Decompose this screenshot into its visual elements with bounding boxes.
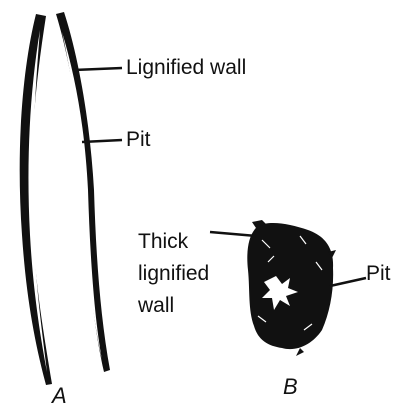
label-thick-wall-line2: lignified — [138, 262, 209, 286]
leader-line-thick-wall — [210, 232, 256, 236]
label-pit-b: Pit — [366, 262, 391, 286]
sclereid-cell — [247, 220, 336, 356]
panel-letter-a: A — [52, 384, 67, 408]
label-pit-a: Pit — [126, 128, 151, 152]
fibre-cell-right — [56, 12, 110, 372]
panel-letter-b: B — [283, 375, 298, 399]
sclereid-body — [247, 223, 333, 349]
label-thick-wall-line1: Thick — [138, 230, 188, 254]
fibre-cell-left — [20, 14, 52, 385]
leader-line-lignified-wall — [74, 68, 122, 70]
label-thick-wall-line3: wall — [138, 294, 174, 318]
label-lignified-wall: Lignified wall — [126, 56, 246, 80]
leader-line-pit-b — [330, 278, 366, 286]
